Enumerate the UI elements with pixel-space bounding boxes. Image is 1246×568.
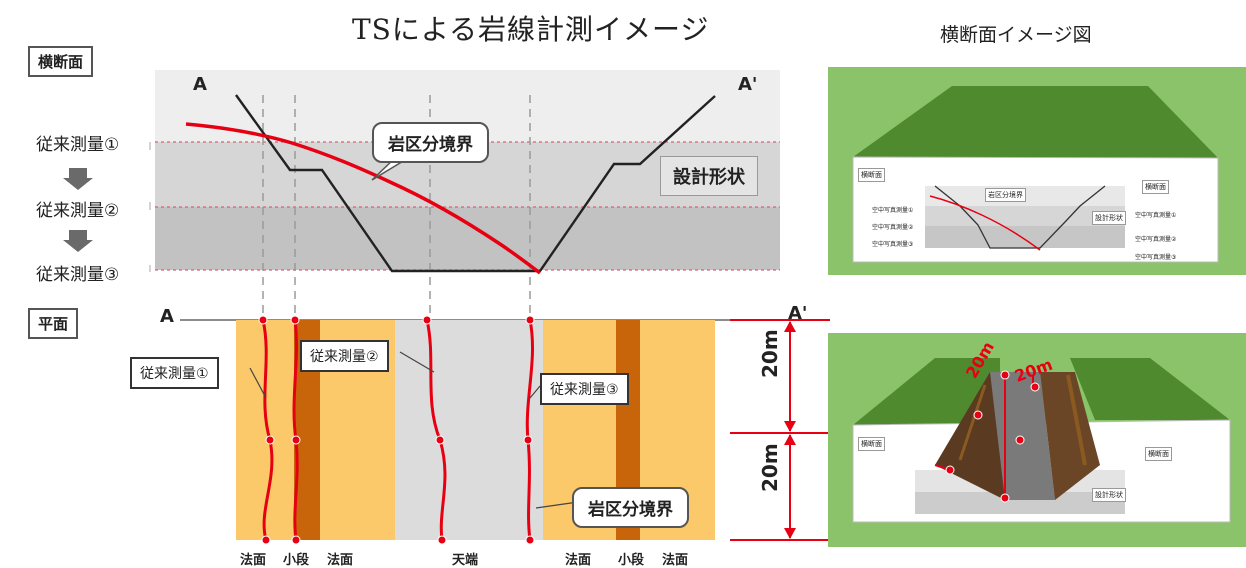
callout-leaders	[249, 351, 579, 509]
berm-left	[274, 320, 294, 540]
survey-3-label: 従来測量③	[36, 265, 120, 285]
page-title: TSによる岩線計測イメージ	[352, 13, 710, 46]
model-top-label-aerial-1: 空中写真測量①	[872, 207, 914, 214]
crest-strip	[395, 320, 543, 540]
bottom-label-berm: 小段	[283, 553, 310, 568]
dimension-lines	[730, 319, 830, 541]
plan-survey-1-callout: 従来測量①	[130, 357, 219, 389]
model-top-label-aerial-3: 空中写真測量③	[872, 241, 914, 248]
bottom-label-slope: 法面	[565, 553, 592, 568]
model-top-label-cross: 横断面	[858, 168, 885, 182]
bottom-label-slope: 法面	[327, 553, 354, 568]
rock-boundary-callout: 岩区分境界	[372, 122, 489, 163]
survey-1-label: 従来測量①	[36, 135, 120, 155]
point-a-prime: A'	[738, 74, 758, 95]
model-image-bottom	[828, 333, 1246, 547]
rock-boundary-line	[185, 122, 542, 275]
model-top-label-aerial-1r: 空中写真測量①	[1135, 212, 1177, 219]
point-a: A	[193, 74, 207, 95]
design-shape-line	[235, 94, 716, 273]
plan-point-a-prime: A'	[788, 303, 808, 324]
plan-label: 平面	[28, 308, 79, 339]
model-top-label-aerial-2: 空中写真測量②	[872, 224, 914, 231]
dimension-label-2: 20m	[758, 443, 782, 492]
guide-lines	[262, 95, 531, 325]
model-bottom-label-design: 設計形状	[1092, 488, 1126, 502]
plan-survey-2-callout: 従来測量②	[300, 340, 389, 372]
survey-points	[258, 315, 535, 545]
bottom-label-crest: 天端	[452, 553, 479, 568]
bottom-label-slope: 法面	[240, 553, 267, 568]
model-top-label-aerial-2r: 空中写真測量②	[1135, 236, 1177, 243]
model-top-label-cross-right: 横断面	[1142, 180, 1169, 194]
model-bottom-label-cross: 横断面	[858, 437, 885, 451]
model-image-top	[828, 67, 1246, 275]
plan-boundary-callout: 岩区分境界	[572, 487, 689, 528]
right-title: 横断面イメージ図	[940, 24, 1092, 46]
bottom-label-berm: 小段	[618, 553, 645, 568]
dimension-arrows	[784, 321, 796, 539]
plan-survey-3-callout: 従来測量③	[540, 373, 629, 405]
bottom-label-slope: 法面	[662, 553, 689, 568]
plan-point-a: A	[160, 306, 174, 327]
survey-2-label: 従来測量②	[36, 201, 120, 221]
model-top-label-boundary: 岩区分境界	[985, 188, 1026, 202]
model-top-label-aerial-3r: 空中写真測量③	[1135, 254, 1177, 261]
lower-band	[155, 207, 780, 270]
model-top-label-design: 設計形状	[1092, 211, 1126, 225]
model-bottom-label-cross-right: 横断面	[1145, 447, 1172, 461]
dimension-label-1: 20m	[758, 329, 782, 378]
cross-section-label: 横断面	[28, 46, 94, 77]
design-shape-callout: 設計形状	[660, 156, 758, 196]
